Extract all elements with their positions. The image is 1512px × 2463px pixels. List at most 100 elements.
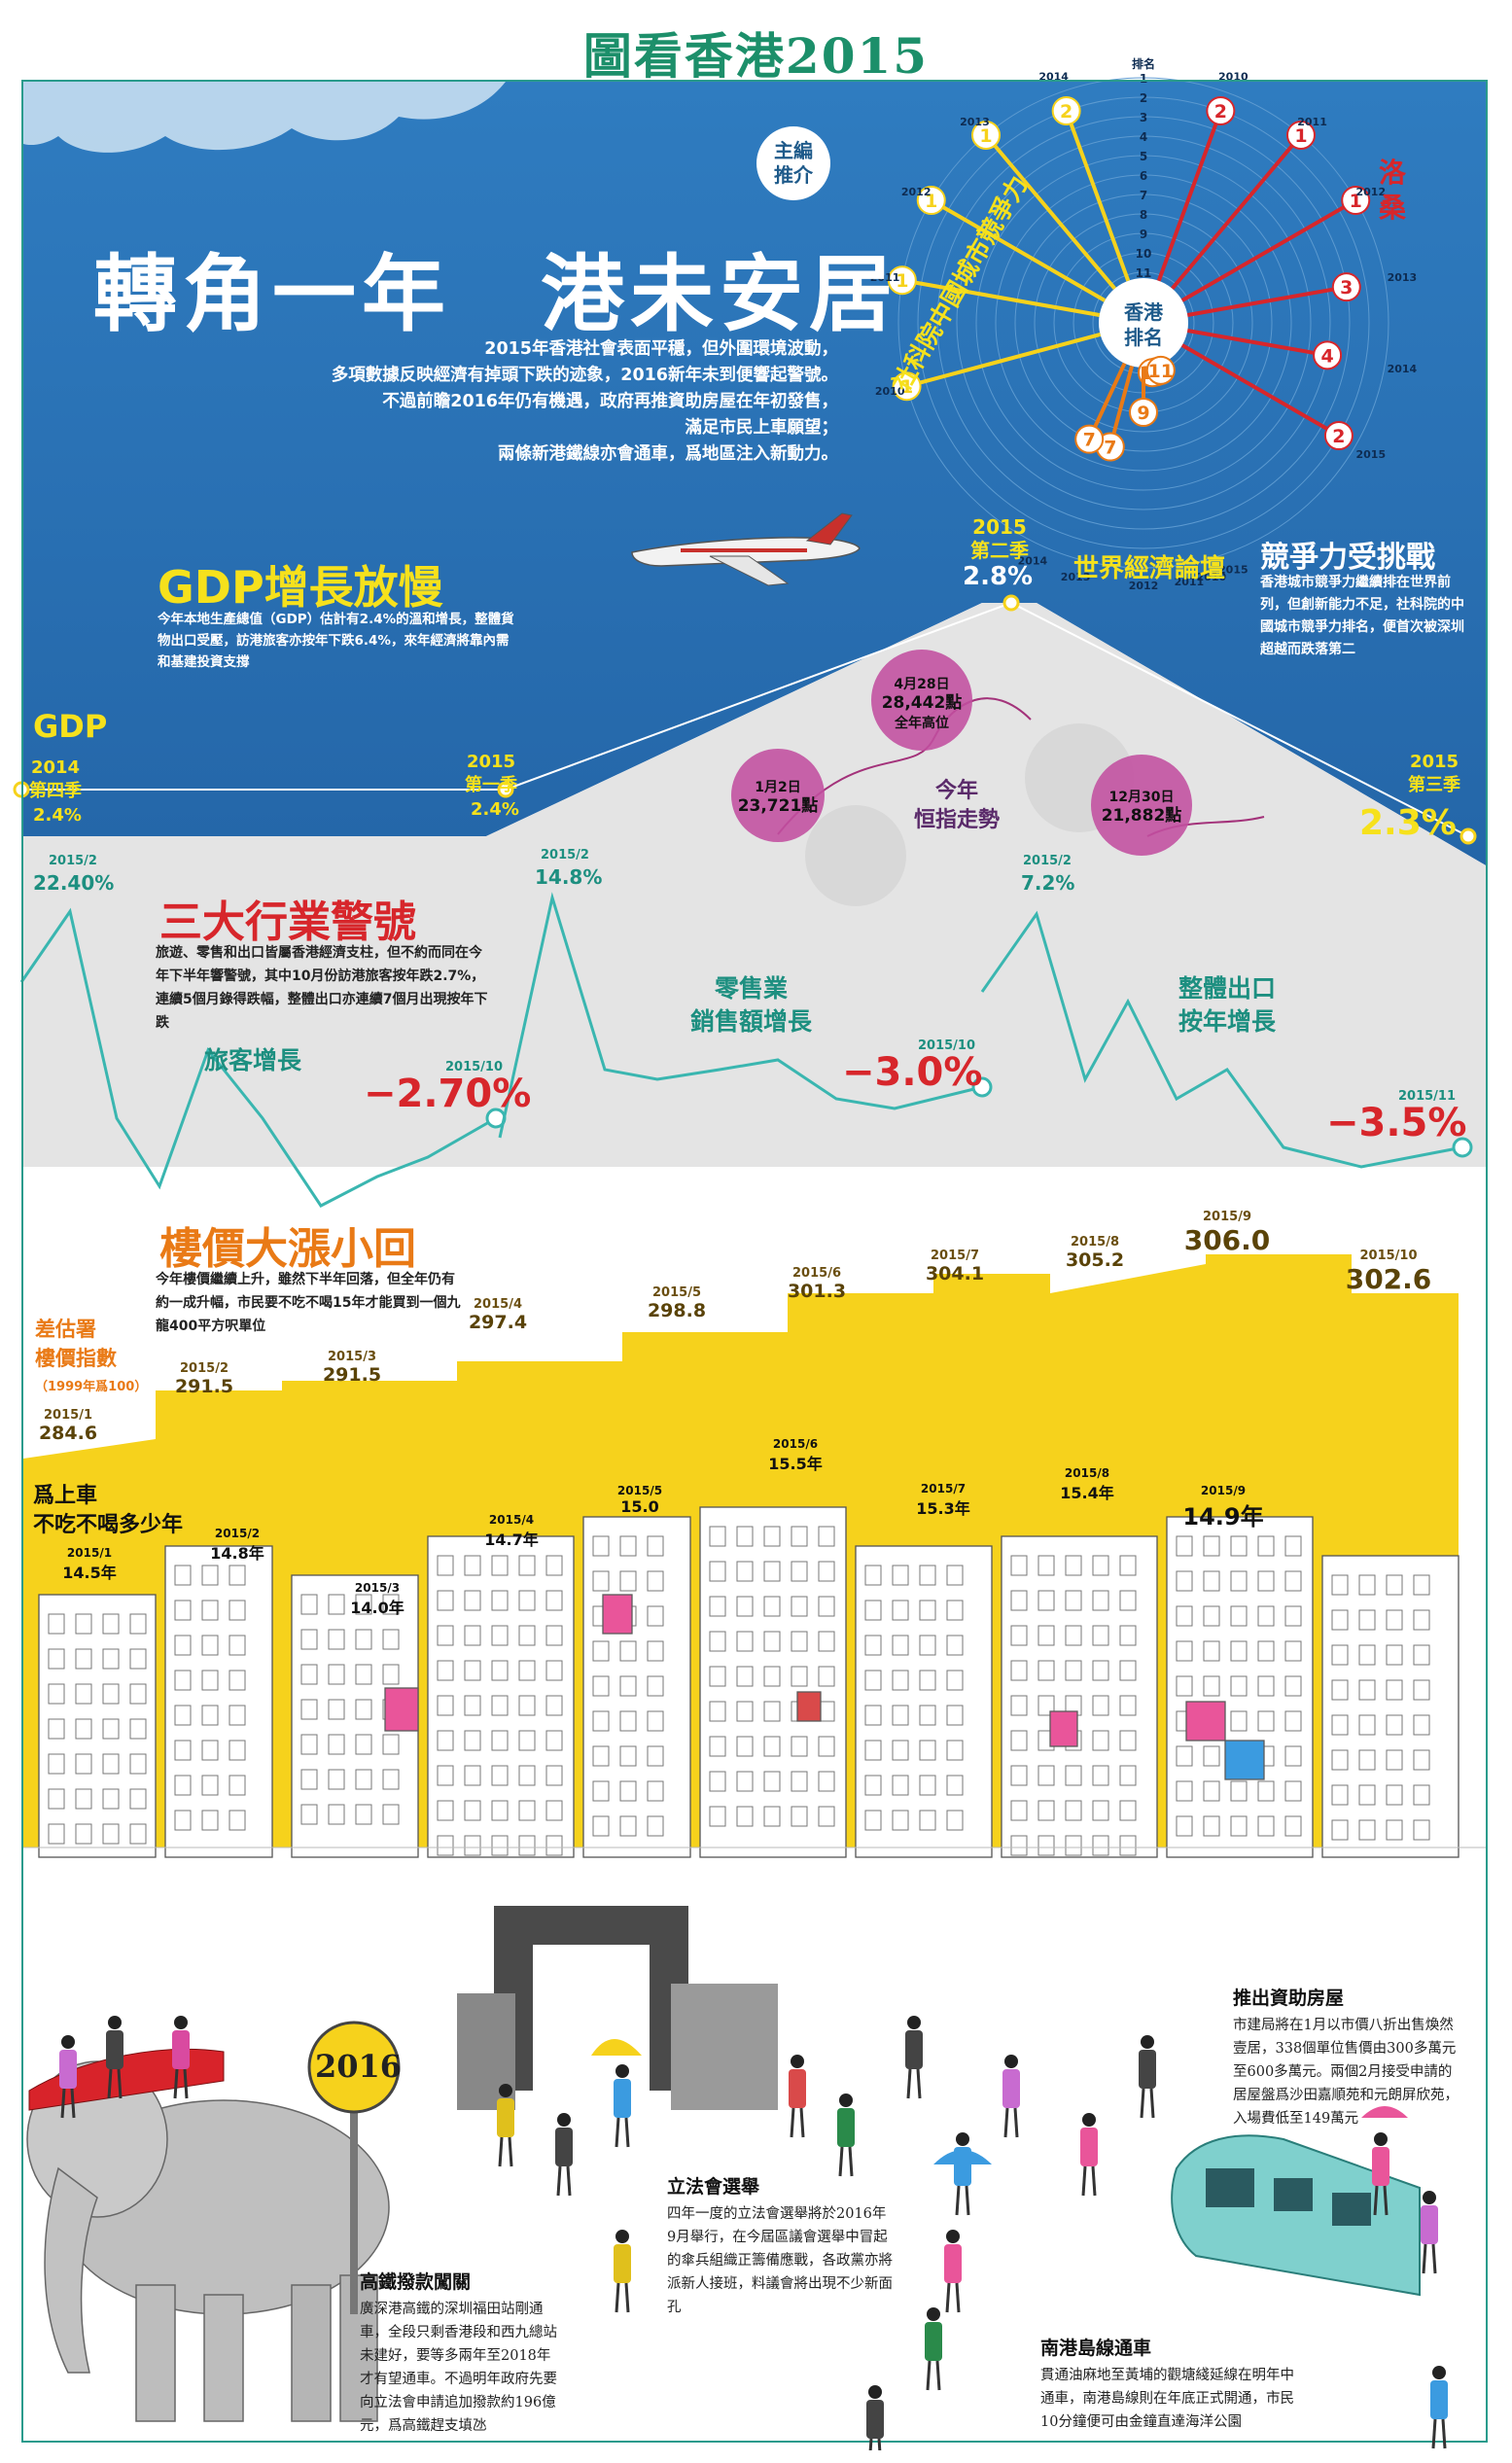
building-window (129, 1718, 147, 1740)
building-window (518, 1800, 536, 1821)
wef-rank: 9 (1137, 403, 1149, 424)
window-accent (796, 1691, 822, 1722)
building-window (647, 1710, 664, 1732)
building-window (229, 1740, 246, 1761)
building-window (763, 1666, 781, 1687)
building-window (1176, 1745, 1193, 1767)
building-window (491, 1590, 509, 1611)
building-window (1119, 1765, 1137, 1786)
building-window (1119, 1835, 1137, 1856)
cass-rank: 1 (925, 191, 937, 212)
person-leg (615, 2117, 620, 2148)
hsi-title-line2: 恒指走勢 (914, 807, 1001, 832)
imd-rank: 2 (1214, 101, 1227, 123)
rank-number: 5 (1140, 150, 1147, 163)
building-window (619, 1710, 637, 1732)
caption-sil-text: 貫通油麻地至黃埔的觀塘綫延線在明年中通車，南港島線則在年底正式開通，市民10分鐘… (1040, 2368, 1294, 2430)
building-window (75, 1613, 92, 1635)
building-window (1284, 1815, 1302, 1837)
caption-housing-text: 市建局將在1月以市價八折出售煥然壹居，338個單位售價由300多萬元至600多萬… (1233, 2018, 1459, 2127)
hsi-point-circle (731, 749, 825, 842)
building-window (491, 1730, 509, 1751)
rank-ring (1014, 194, 1273, 452)
industries-description: 旅遊、零售和出口皆屬香港經濟支柱，但不約而同在今年下半年響警號，其中10月份訪港… (156, 945, 488, 1031)
building-window (102, 1823, 120, 1845)
cloud-shape (23, 82, 506, 153)
building-window (300, 1664, 318, 1685)
building-window (647, 1605, 664, 1627)
rank-number: 7 (1140, 189, 1147, 202)
caption-housing-title: 推出資助房屋 (1233, 1988, 1345, 2009)
property-index-month: 2015/1 (44, 1408, 92, 1423)
person-leg (916, 2068, 922, 2099)
caption-sil: 南港島線通車 貫通油麻地至黃埔的觀塘綫延線在明年中通車，南港島線則在年底正式開通… (1040, 2334, 1303, 2434)
person-leg (624, 2282, 630, 2313)
building-window (174, 1705, 192, 1726)
building-window (1358, 1679, 1376, 1701)
caption-legco-title: 立法會選舉 (667, 2176, 760, 2198)
imd-year: 2015 (1356, 448, 1387, 461)
building-window (129, 1648, 147, 1670)
building-window (892, 1810, 909, 1831)
rank-ring (897, 77, 1389, 569)
affordability-value: 14.8年 (210, 1544, 264, 1563)
cass-spoke (930, 198, 1107, 302)
person-body (106, 2030, 123, 2069)
building-window (1413, 1609, 1430, 1631)
building-window (174, 1740, 192, 1761)
rank-ring (917, 96, 1370, 549)
exports-peak-label: 2015/2 (1023, 854, 1072, 868)
person-leg (965, 2185, 970, 2216)
building-window (48, 1753, 65, 1775)
rank-number: 4 (1140, 130, 1147, 144)
building-window (437, 1695, 454, 1716)
person-leg (1431, 2418, 1437, 2449)
building-window (1092, 1625, 1109, 1646)
building-window (174, 1635, 192, 1656)
person-body (614, 2079, 631, 2118)
building-window (75, 1683, 92, 1705)
building-window (1331, 1749, 1349, 1771)
window-accent (1049, 1710, 1078, 1747)
property-index-value: 305.2 (1065, 1249, 1125, 1271)
person-leg (1383, 2185, 1389, 2216)
building-window (791, 1631, 808, 1652)
affordability-month: 2015/6 (772, 1437, 819, 1451)
building-window (592, 1815, 610, 1837)
imd-spoke (1171, 133, 1303, 291)
gdp-data-point (1002, 594, 1020, 612)
building-window (864, 1635, 882, 1656)
building-window (491, 1660, 509, 1681)
imd-spoke (1180, 198, 1357, 302)
person-leg (173, 2068, 179, 2099)
building-window (919, 1705, 936, 1726)
building-window (201, 1600, 219, 1621)
building-window (545, 1590, 563, 1611)
competitiveness-title: 競爭力受挑戰 (1260, 541, 1435, 575)
exports-line (980, 910, 1463, 1169)
building-window (647, 1745, 664, 1767)
affordability-month: 2015/4 (488, 1513, 535, 1527)
person-head (1423, 2191, 1436, 2204)
wef-year: 2015 (1218, 564, 1248, 577)
hsi-point-value: 28,442點 (882, 692, 963, 713)
building-window (1331, 1784, 1349, 1806)
wef-year: 2011 (1175, 576, 1205, 588)
window-accent (1185, 1701, 1226, 1742)
building-window (1358, 1819, 1376, 1841)
property-description: 今年樓價繼續上升，雖然下半年回落，但全年仍有約一成升幅，市民要不吃不喝15年才能… (156, 1272, 461, 1334)
building-window (1230, 1570, 1248, 1592)
building-window (709, 1771, 726, 1792)
building-window (437, 1555, 454, 1576)
building-window (1065, 1660, 1082, 1681)
building-window (174, 1670, 192, 1691)
building-window (1176, 1780, 1193, 1802)
building-window (1331, 1819, 1349, 1841)
building-window (818, 1736, 835, 1757)
building-window (592, 1570, 610, 1592)
wef-rank: 7 (1104, 438, 1116, 459)
building-window (736, 1561, 754, 1582)
